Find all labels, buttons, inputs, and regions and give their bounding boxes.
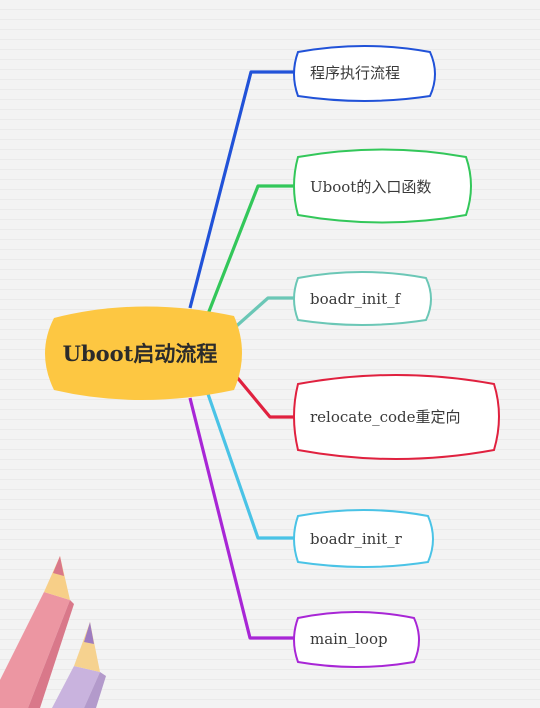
branch-connector-5 — [206, 393, 296, 540]
branch-node-3[interactable]: boadr_init_f — [293, 271, 432, 326]
branch-node-3-box — [293, 271, 432, 326]
branch-node-1-label: 程序执行流程 — [310, 64, 400, 82]
lilac-pencil-icon — [52, 622, 106, 708]
branch-node-6-label: main_loop — [310, 630, 388, 648]
branch-node-6[interactable]: main_loop — [293, 611, 420, 668]
branch-connector-6 — [188, 397, 296, 640]
branch-node-5[interactable]: boadr_init_r — [293, 509, 434, 568]
branch-connector-4 — [234, 374, 296, 419]
branch-node-1-box — [293, 45, 436, 102]
branch-node-5-box — [293, 509, 434, 568]
branch-connector-2 — [206, 184, 296, 315]
branch-node-3-label: boadr_init_f — [310, 290, 402, 308]
root-node-shape — [45, 306, 242, 400]
root-node-label: Uboot启动流程 — [63, 341, 218, 366]
branch-node-2-box — [293, 148, 472, 224]
branch-node-6-box — [293, 611, 420, 668]
branch-node-2[interactable]: Uboot的入口函数 — [293, 148, 472, 224]
branch-connector-3 — [230, 296, 296, 332]
pink-pencil-icon — [0, 556, 74, 708]
branch-node-5-label: boadr_init_r — [310, 530, 403, 548]
branch-node-4-box — [293, 374, 500, 460]
branch-node-1[interactable]: 程序执行流程 — [293, 45, 436, 102]
root-node[interactable]: Uboot启动流程 — [45, 306, 242, 400]
branch-node-4[interactable]: relocate_code重定向 — [293, 374, 500, 460]
branch-connector-1 — [188, 70, 296, 309]
branch-node-2-label: Uboot的入口函数 — [310, 178, 431, 196]
branch-node-4-label: relocate_code重定向 — [310, 408, 461, 426]
